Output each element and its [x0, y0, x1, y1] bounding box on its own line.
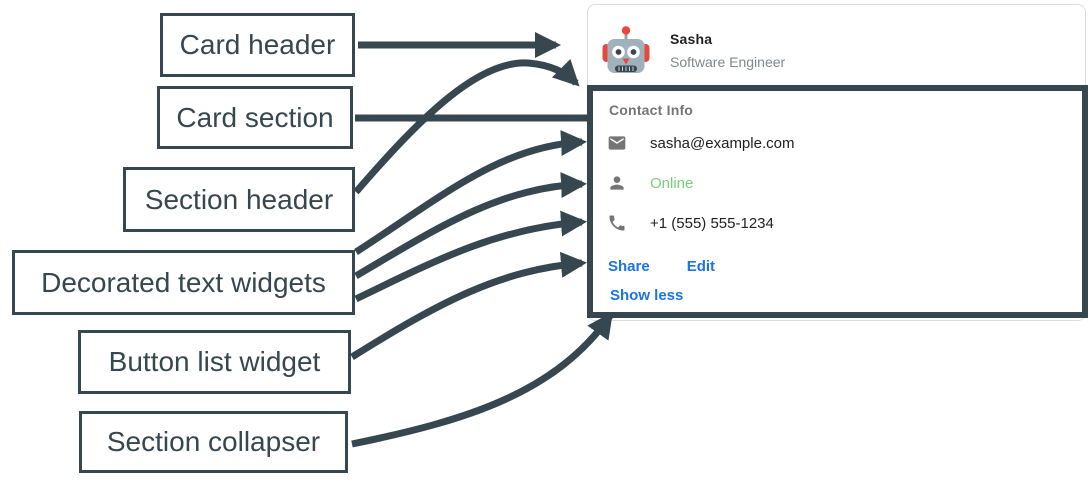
- contact-card: Sasha Software Engineer Contact Info sas…: [587, 4, 1088, 321]
- show-less-button[interactable]: Show less: [610, 286, 684, 304]
- person-subtitle: Software Engineer: [670, 53, 786, 70]
- arrow-decorated-text-3: [354, 210, 587, 303]
- arrow-decorated-text-2: [354, 172, 587, 280]
- label-button-list-widget: Button list widget: [78, 330, 351, 394]
- label-card-header: Card header: [160, 13, 355, 77]
- decorated-text-phone: +1 (555) 555-1234: [607, 210, 1082, 236]
- label-section-header: Section header: [123, 167, 355, 232]
- phone-text: +1 (555) 555-1234: [650, 214, 774, 232]
- person-icon: [610, 176, 624, 190]
- decorated-text-status: Online: [607, 170, 1082, 196]
- card-header-text: Sasha Software Engineer: [670, 31, 785, 70]
- robot-avatar-icon: [602, 26, 650, 73]
- label-card-section: Card section: [157, 86, 353, 149]
- person-name: Sasha: [670, 30, 713, 47]
- section-header: Contact Info: [609, 102, 694, 118]
- label-section-collapser: Section collapser: [79, 411, 348, 473]
- edit-button[interactable]: Edit: [686, 257, 716, 275]
- card-section: Contact Info sasha@example.com Online +1…: [587, 85, 1088, 318]
- share-button[interactable]: Share: [608, 257, 650, 275]
- status-text: Online: [650, 174, 694, 192]
- arrow-section-header: [353, 58, 580, 195]
- arrow-section-collapser: [351, 311, 613, 448]
- phone-icon: [609, 215, 625, 231]
- button-list-widget: Share Edit: [608, 253, 1082, 279]
- section-collapser-row: Show less: [610, 283, 1082, 307]
- card-header: Sasha Software Engineer: [588, 5, 1085, 81]
- email-text: sasha@example.com: [650, 134, 795, 152]
- label-decorated-text-widgets: Decorated text widgets: [12, 250, 355, 315]
- decorated-text-email: sasha@example.com: [607, 130, 1082, 156]
- arrow-button-list: [350, 251, 587, 360]
- email-icon: [608, 136, 626, 150]
- arrow-decorated-text-1: [354, 130, 587, 255]
